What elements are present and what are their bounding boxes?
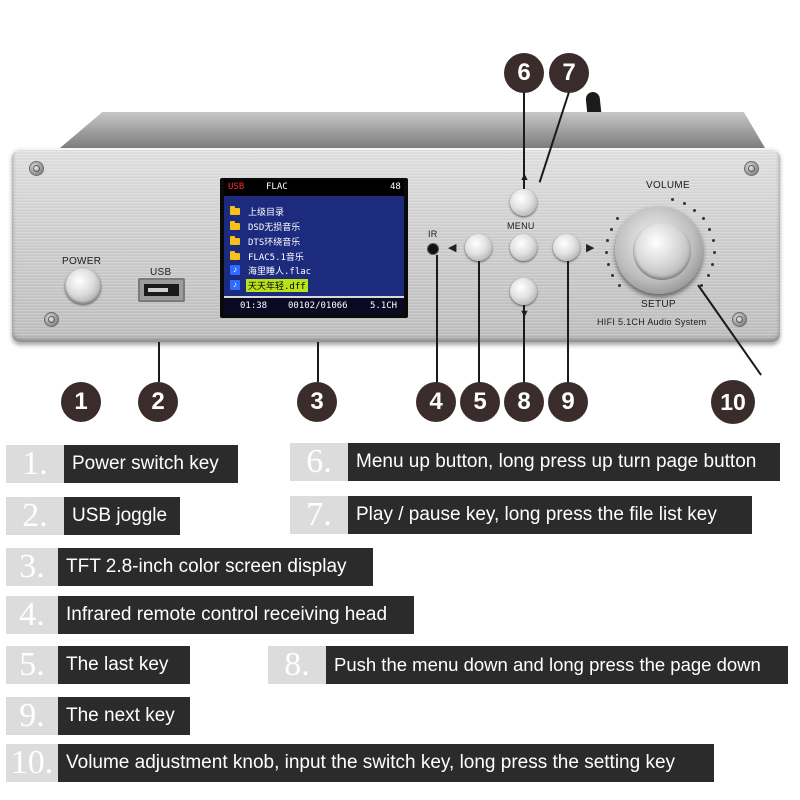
play-pause-button[interactable] <box>510 234 537 261</box>
legend-text: TFT 2.8-inch color screen display <box>58 548 373 586</box>
legend-item: 9. The next key <box>6 697 190 735</box>
right-arrow-icon: ▶ <box>586 242 595 254</box>
screen-format: FLAC <box>266 182 288 192</box>
legend-number: 7. <box>290 496 348 534</box>
device-top-cover <box>60 112 765 148</box>
legend-item: 5. The last key <box>6 646 190 684</box>
usb-port[interactable] <box>138 278 185 302</box>
callout-7: 7 <box>549 53 589 93</box>
file-list-item[interactable]: 海里睡人.flac <box>248 267 312 277</box>
file-list-item[interactable]: 上级目录 <box>248 208 285 218</box>
legend-text: Volume adjustment knob, input the switch… <box>58 744 714 782</box>
legend-text: The next key <box>58 697 190 735</box>
setup-label: SETUP <box>641 299 676 310</box>
tft-screen: USB FLAC 48 上级目录 DSD无损音乐 DTS环绕音乐 FLAC5.1… <box>224 180 404 314</box>
legend-item: 7. Play / pause key, long press the file… <box>290 496 752 534</box>
callout-1: 1 <box>61 382 101 422</box>
folder-icon <box>230 206 240 215</box>
legend-number: 5. <box>6 646 58 684</box>
screen-channels: 5.1CH <box>370 301 398 311</box>
legend-item: 10. Volume adjustment knob, input the sw… <box>6 744 714 782</box>
ir-label: IR <box>428 229 438 239</box>
menu-up-button[interactable] <box>510 189 537 216</box>
callout-3: 3 <box>297 382 337 422</box>
legend-text: Menu up button, long press up turn page … <box>348 443 780 481</box>
legend-number: 8. <box>268 646 326 684</box>
callout-6: 6 <box>504 53 544 93</box>
menu-down-button[interactable] <box>510 278 537 305</box>
legend-item: 1. Power switch key <box>6 445 238 483</box>
leader-line <box>523 305 525 383</box>
callout-5: 5 <box>460 382 500 422</box>
callout-8: 8 <box>504 382 544 422</box>
legend-number: 10. <box>6 744 58 782</box>
previous-button[interactable] <box>465 234 492 261</box>
legend-number: 6. <box>290 443 348 481</box>
file-list-item[interactable]: DTS环绕音乐 <box>248 238 301 248</box>
next-button[interactable] <box>553 234 580 261</box>
screen-source: USB <box>228 182 245 192</box>
volume-knob-cap[interactable] <box>633 222 691 280</box>
leader-line <box>567 261 569 383</box>
screen-header <box>224 180 404 196</box>
legend-number: 4. <box>6 596 58 634</box>
callout-10: 10 <box>711 380 755 424</box>
legend-text: The last key <box>58 646 190 684</box>
legend-number: 9. <box>6 697 58 735</box>
folder-icon <box>230 221 240 230</box>
legend-item: 4. Infrared remote control receiving hea… <box>6 596 414 634</box>
file-list-item[interactable]: DSD无损音乐 <box>248 223 301 233</box>
leader-line <box>523 92 525 189</box>
screen-volume: 48 <box>390 182 401 192</box>
menu-label: MENU <box>507 221 535 231</box>
legend-text: Push the menu down and long press the pa… <box>326 646 788 684</box>
screen-footer <box>224 298 404 314</box>
callout-9: 9 <box>548 382 588 422</box>
folder-icon <box>230 251 240 260</box>
power-label: POWER <box>62 256 102 267</box>
legend-text: Infrared remote control receiving head <box>58 596 414 634</box>
legend-text: Power switch key <box>64 445 238 483</box>
legend-number: 1. <box>6 445 64 483</box>
usb-label: USB <box>150 267 172 278</box>
leader-line <box>478 261 480 383</box>
screw-icon <box>45 313 58 326</box>
folder-icon <box>230 236 240 245</box>
legend-number: 2. <box>6 497 64 535</box>
volume-label: VOLUME <box>646 180 691 191</box>
legend-text: USB joggle <box>64 497 180 535</box>
music-note-icon: ♪ <box>230 280 240 290</box>
screw-icon <box>733 313 746 326</box>
leader-line <box>317 342 319 382</box>
callout-4: 4 <box>416 382 456 422</box>
legend-number: 3. <box>6 548 58 586</box>
screen-track-counter: 00102/01066 <box>288 301 348 311</box>
leader-line <box>436 255 438 383</box>
file-list-item[interactable]: FLAC5.1音乐 <box>248 253 304 263</box>
leader-line <box>158 342 160 382</box>
legend-item: 2. USB joggle <box>6 497 180 535</box>
screw-icon <box>745 162 758 175</box>
ir-receiver <box>428 244 438 254</box>
legend-item: 8. Push the menu down and long press the… <box>268 646 788 684</box>
music-note-icon: ♪ <box>230 265 240 275</box>
callout-2: 2 <box>138 382 178 422</box>
legend-item: 6. Menu up button, long press up turn pa… <box>290 443 780 481</box>
file-list-item-selected[interactable]: 天天年轻.dff <box>246 279 308 292</box>
brand-text: HIFI 5.1CH Audio System <box>597 317 707 327</box>
power-button[interactable] <box>65 268 101 304</box>
screen-time: 01:38 <box>240 301 268 311</box>
screw-icon <box>30 162 43 175</box>
screen-divider <box>224 296 404 298</box>
legend-text: Play / pause key, long press the file li… <box>348 496 752 534</box>
left-arrow-icon: ◀ <box>448 242 457 254</box>
legend-item: 3. TFT 2.8-inch color screen display <box>6 548 373 586</box>
